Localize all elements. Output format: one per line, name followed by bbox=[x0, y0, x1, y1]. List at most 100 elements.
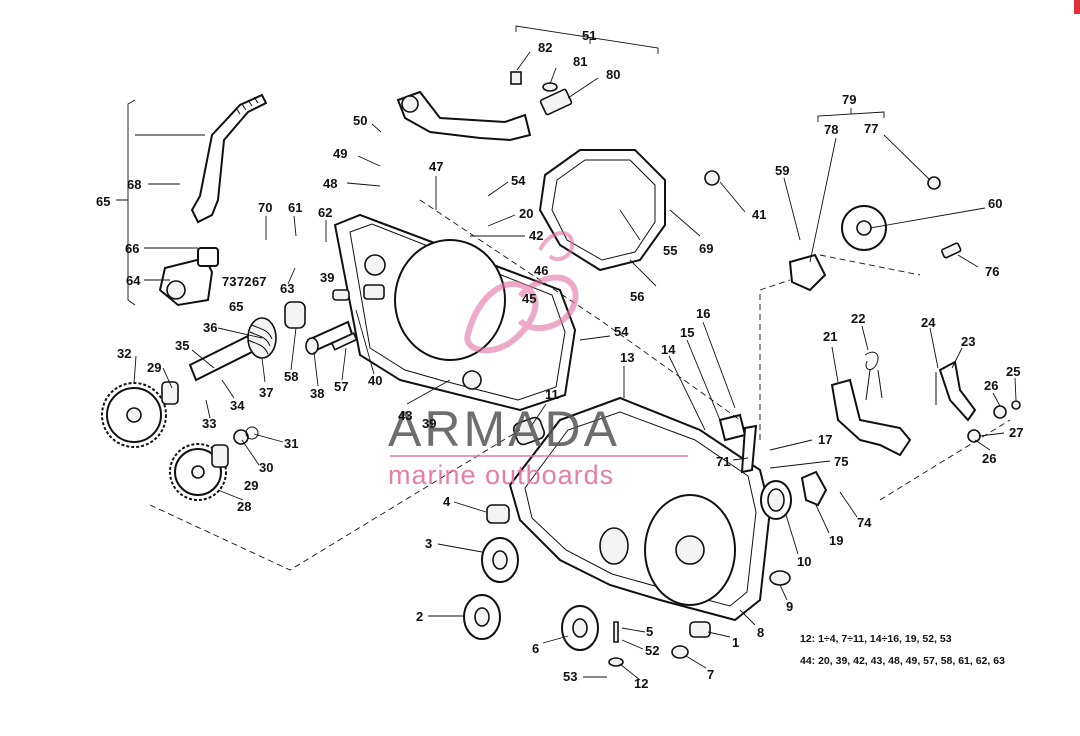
callout-56: 56 bbox=[630, 289, 644, 304]
watermark-brand: ARMADA bbox=[388, 401, 620, 457]
clutch-cover bbox=[538, 149, 720, 272]
callout-47: 47 bbox=[429, 159, 443, 174]
bracket-79 bbox=[817, 108, 885, 122]
crankcase bbox=[508, 396, 828, 622]
callout-65b: 65 bbox=[229, 299, 243, 314]
callout-27: 27 bbox=[1009, 425, 1023, 440]
callout-13: 13 bbox=[620, 350, 634, 365]
callout-49: 49 bbox=[333, 146, 347, 161]
callout-81: 81 bbox=[573, 54, 587, 69]
armada-watermark: ARMADA marine outboards bbox=[388, 231, 688, 490]
callout-6: 5 bbox=[646, 624, 653, 639]
callout-30: 30 bbox=[259, 460, 273, 475]
outer-cover bbox=[333, 213, 577, 412]
callout-22: 22 bbox=[851, 311, 865, 326]
callout-67: 67 bbox=[252, 274, 266, 289]
primary-gears bbox=[101, 381, 259, 501]
shift-mechanism bbox=[718, 351, 1021, 474]
callout-79: 79 bbox=[842, 92, 856, 107]
callout-11: 11 bbox=[545, 387, 559, 402]
callout-39b: 39 bbox=[422, 416, 436, 431]
callout-26b: 26 bbox=[982, 451, 996, 466]
callout-72: 72 bbox=[237, 274, 251, 289]
callout-37: 37 bbox=[259, 385, 273, 400]
leader-lines bbox=[133, 51, 1017, 681]
callout-54b: 54 bbox=[614, 324, 629, 339]
callout-80: 80 bbox=[606, 67, 620, 82]
callout-10: 9 bbox=[786, 599, 793, 614]
callout-57: 57 bbox=[334, 379, 348, 394]
callout-5: 52 bbox=[645, 643, 659, 658]
callout-75: 74 bbox=[857, 515, 872, 530]
callout-21: 21 bbox=[823, 329, 837, 344]
callout-39: 39 bbox=[320, 270, 334, 285]
callout-43: 43 bbox=[398, 408, 412, 423]
callout-41: 41 bbox=[752, 207, 766, 222]
callout-labels: 51 82 81 80 50 49 48 47 54 20 42 46 45 4… bbox=[96, 28, 1023, 691]
callout-69: 69 bbox=[699, 241, 713, 256]
callout-71: 75 bbox=[834, 454, 848, 469]
callout-35: 35 bbox=[175, 338, 189, 353]
bracket-65 bbox=[116, 99, 136, 306]
callout-7: 4 bbox=[443, 494, 451, 509]
callout-32: 32 bbox=[117, 346, 131, 361]
callout-24: 24 bbox=[921, 315, 936, 330]
oil-pump-sprocket bbox=[788, 176, 962, 292]
callout-51: 51 bbox=[582, 28, 596, 43]
callout-29b: 29 bbox=[244, 478, 258, 493]
watermark-tagline: marine outboards bbox=[388, 460, 614, 490]
callout-52: 53 bbox=[563, 669, 577, 684]
callout-40: 40 bbox=[368, 373, 382, 388]
assembly-lines bbox=[149, 199, 1011, 571]
callout-9: 8 bbox=[757, 625, 764, 640]
callout-45: 45 bbox=[522, 291, 536, 306]
callout-34: 34 bbox=[230, 398, 245, 413]
notes-block: 12: 1÷4, 7÷11, 14÷16, 19, 52, 53 44: 20,… bbox=[800, 633, 1005, 667]
callout-3: 2 bbox=[416, 609, 423, 624]
callout-14: 14 bbox=[661, 342, 676, 357]
callout-54: 54 bbox=[511, 173, 526, 188]
callout-76: 76 bbox=[985, 264, 999, 279]
callout-33: 33 bbox=[202, 416, 216, 431]
callout-42: 42 bbox=[529, 228, 543, 243]
kick-start-lever bbox=[158, 93, 268, 307]
callout-82: 82 bbox=[538, 40, 552, 55]
callout-18: 17 bbox=[818, 432, 832, 447]
callout-78: 78 bbox=[824, 122, 838, 137]
callout-63: 63 bbox=[280, 281, 294, 296]
bearings bbox=[463, 416, 791, 667]
callout-29: 29 bbox=[147, 360, 161, 375]
callout-53: 12 bbox=[634, 676, 648, 691]
callout-70: 70 bbox=[258, 200, 272, 215]
callout-77: 77 bbox=[864, 121, 878, 136]
corner-tag bbox=[1074, 0, 1080, 14]
callout-50: 50 bbox=[353, 113, 367, 128]
callout-73: 73 bbox=[222, 274, 236, 289]
callout-2: 6 bbox=[532, 641, 539, 656]
callout-17: 71 bbox=[716, 454, 730, 469]
callout-26: 26 bbox=[984, 378, 998, 393]
callout-60: 60 bbox=[988, 196, 1002, 211]
callout-28: 28 bbox=[237, 499, 251, 514]
callout-61: 61 bbox=[288, 200, 302, 215]
callout-4: 3 bbox=[425, 536, 432, 551]
callout-19: 10 bbox=[797, 554, 811, 569]
callout-36: 36 bbox=[203, 320, 217, 335]
callout-15: 15 bbox=[680, 325, 694, 340]
callout-20: 20 bbox=[519, 206, 533, 221]
kick-shaft bbox=[188, 284, 385, 382]
callout-48: 48 bbox=[323, 176, 337, 191]
note-line-1: 12: 1÷4, 7÷11, 14÷16, 19, 52, 53 bbox=[800, 633, 952, 645]
callout-68: 68 bbox=[127, 177, 141, 192]
callout-62: 62 bbox=[318, 205, 332, 220]
callout-16: 16 bbox=[696, 306, 710, 321]
callout-25: 25 bbox=[1006, 364, 1020, 379]
note-line-2: 44: 20, 39, 42, 43, 48, 49, 57, 58, 61, … bbox=[800, 655, 1005, 667]
callout-38: 38 bbox=[310, 386, 324, 401]
callout-55: 55 bbox=[663, 243, 677, 258]
shift-pedal bbox=[396, 71, 573, 142]
callout-58: 58 bbox=[284, 369, 298, 384]
callout-59: 59 bbox=[775, 163, 789, 178]
